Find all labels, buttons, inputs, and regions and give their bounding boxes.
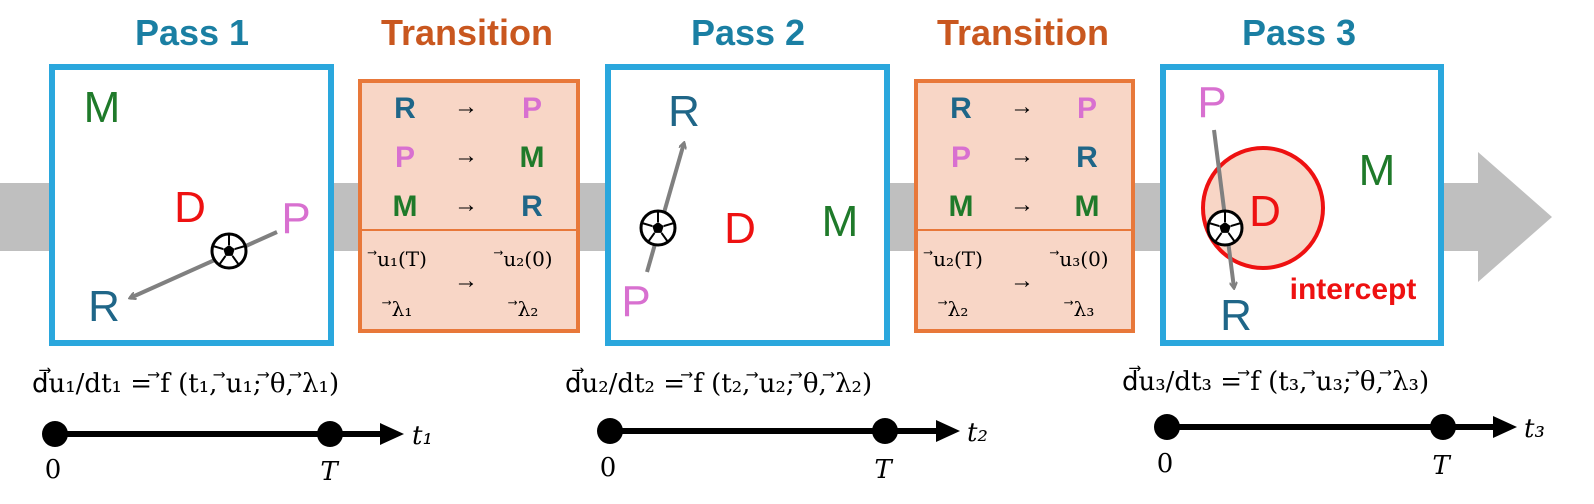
letter-m: M: [84, 83, 121, 132]
pass-arrow: [1212, 129, 1234, 288]
letter-p: P: [281, 194, 310, 243]
swap-from: M: [949, 190, 974, 223]
letter-d: D: [174, 183, 206, 232]
state-from: ⃗u₂(T): [923, 247, 983, 271]
timeline-start-label: 0: [45, 455, 62, 485]
swap-from: P: [951, 141, 971, 174]
transition-1-panel: Transition R → P P → M M → R ⃗u₁(T) → ⃗u…: [358, 12, 580, 333]
state-arrow: →: [1010, 267, 1034, 294]
soccer-ball-icon: [639, 209, 677, 247]
letter-p: P: [621, 277, 650, 326]
letter-d: D: [1249, 187, 1281, 236]
transition-2-panel: Transition R → P P → R M → M ⃗u₂(T) → ⃗u…: [914, 12, 1135, 333]
swap-arrow: →: [1010, 142, 1034, 169]
timeline-end-label: T: [1432, 451, 1451, 481]
pass-arrow: [645, 143, 684, 273]
pass-3-title: Pass 3: [1242, 12, 1356, 53]
letter-p: P: [1197, 78, 1226, 127]
equation-1: d⃗u₁/dt₁ = ⃗f (t₁, ⃗u₁; ⃗θ, ⃗λ₁): [32, 367, 339, 399]
timeline-axis-label: t₁: [412, 421, 433, 451]
transition-2-box: [914, 79, 1135, 333]
letter-d: D: [724, 204, 756, 253]
timeline-start-label: 0: [600, 453, 617, 483]
soccer-ball-icon: [210, 232, 248, 270]
timeline-end-dot: [872, 418, 898, 444]
swap-arrow: →: [454, 142, 478, 169]
timeline-axis-label: t₂: [967, 418, 988, 448]
transition-2-title: Transition: [937, 12, 1109, 53]
swap-arrow: →: [1010, 191, 1034, 218]
swap-to: R: [1076, 141, 1098, 174]
timeline-start-dot: [597, 418, 623, 444]
letter-m: M: [822, 197, 859, 246]
timeline-axis-label: t₃: [1524, 414, 1545, 444]
swap-from: R: [950, 92, 972, 125]
pass-2-box: [605, 64, 890, 346]
transition-1-box: [358, 79, 580, 333]
swap-to: P: [522, 92, 542, 125]
swap-to: R: [521, 190, 543, 223]
timeline-3: 0 T t₃: [1154, 414, 1545, 481]
swap-arrow: →: [454, 93, 478, 120]
timeline-1: 0 T t₁: [42, 421, 433, 487]
state-from: ⃗u₁(T): [367, 247, 427, 271]
swap-to: M: [520, 141, 545, 174]
transition-1-title: Transition: [381, 12, 553, 53]
pass-2-panel: Pass 2 R D M P: [605, 12, 890, 346]
swap-arrow: →: [1010, 93, 1034, 120]
intercept-label: intercept: [1290, 273, 1417, 306]
timeline-start-dot: [1154, 414, 1180, 440]
letter-r: R: [1220, 291, 1252, 340]
timeline-end-label: T: [320, 457, 339, 487]
equation-3: d⃗u₃/dt₃ = ⃗f (t₃, ⃗u₃; ⃗θ, ⃗λ₃): [1122, 365, 1429, 397]
swap-to: P: [1077, 92, 1097, 125]
pass-1-panel: Pass 1 M D P R: [49, 12, 334, 346]
swap-to: M: [1075, 190, 1100, 223]
timeline-2: 0 T t₂: [597, 418, 988, 485]
timeline-end-dot: [1430, 414, 1456, 440]
swap-from: R: [394, 92, 416, 125]
state-to: ⃗u₃(0): [1049, 247, 1108, 271]
swap-arrow: →: [454, 191, 478, 218]
letter-r: R: [668, 87, 700, 136]
letter-m: M: [1359, 146, 1396, 195]
letter-r: R: [88, 282, 120, 331]
timeline-end-dot: [317, 421, 343, 447]
pass-2-title: Pass 2: [691, 12, 805, 53]
pass-arrow: [130, 230, 278, 298]
soccer-ball-icon: [1206, 209, 1244, 247]
pass-3-panel: Pass 3 P D M R intercept: [1160, 12, 1444, 346]
pass-1-box: [49, 64, 334, 346]
state-arrow: →: [454, 267, 478, 294]
swap-from: M: [393, 190, 418, 223]
timeline-end-label: T: [874, 455, 893, 485]
state-to: ⃗u₂(0): [493, 247, 552, 271]
timeline-start-label: 0: [1157, 449, 1174, 479]
pass-1-title: Pass 1: [135, 12, 249, 53]
equation-2: d⃗u₂/dt₂ = ⃗f (t₂, ⃗u₂; ⃗θ, ⃗λ₂): [565, 367, 872, 399]
timeline-start-dot: [42, 421, 68, 447]
swap-from: P: [395, 141, 415, 174]
